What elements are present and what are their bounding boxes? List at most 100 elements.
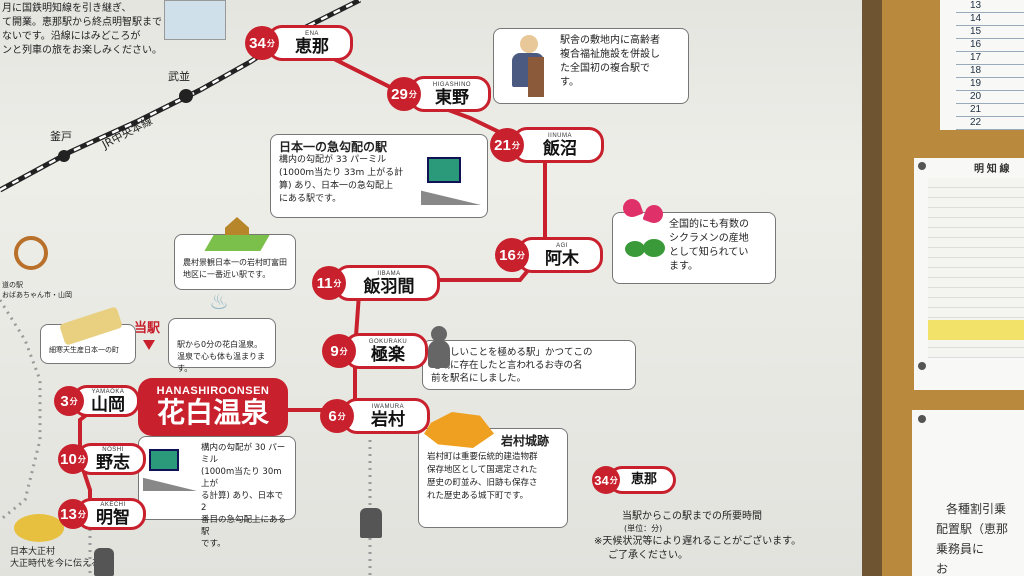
note-line: 駅舎の敷地内に高齢者 [560,35,660,46]
note-line: です。 [201,539,226,549]
note-line: 算) あり、日本一の急勾配上 [279,181,394,191]
note-gokuraku: 「楽しいことを極める駅」かつてこの 地域に存在したと言われるお寺の名 前を駅名に… [422,340,636,390]
note-line: シクラメンの産地 [669,233,749,244]
rice-field-house-icon [204,217,270,255]
straw-hat-icon [14,514,64,542]
pin-icon [918,362,926,370]
note-line: 構内の勾配が 30 パーミル [201,443,286,465]
current-station-romaji: HANASHIROONSEN [156,385,270,397]
timetable-sheet: 明 知 線 [914,158,1024,390]
row-number: 22 [956,117,1024,130]
row-number: 13 [956,0,1024,13]
note-title: 岩村城跡 [501,434,550,448]
elderly-person-icon [506,35,550,97]
pin-icon [918,162,926,170]
note-agi: 全国的にも有数の シクラメンの産地 として知られてい ます。 [612,196,776,284]
board-frame [862,0,882,576]
takenami-station-dot [179,89,193,103]
warning-line: ご了承ください。 [608,550,688,561]
note-line: る計算) あり、日本で 2 [201,491,284,513]
note-line: 保存地区として国選定された [427,465,538,475]
intro-photo [164,0,226,40]
note-higashino: 駅舎の敷地内に高齢者 複合福祉施設を併設し た全国初の複合駅で す。 [493,28,689,104]
note-line: (1000m当たり 30m 上が [201,467,282,489]
intro-text: 月に国鉄明知線を引き継ぎ、 て開業。恵那駅から終点明智駅まで ないです。沿線には… [2,2,162,58]
timetable-highlight [928,320,1024,340]
takenami-label: 武並 [168,70,190,83]
dotted-route-left [0,299,42,522]
current-station-marker: 当駅 [134,321,161,336]
cyclamen-icon [619,196,669,269]
note-line: す。 [560,77,579,88]
note-line: 農村景観日本一の岩村町富田 [183,258,287,267]
note-title: 日本一の急勾配の駅 [279,140,388,154]
note-iinuma: 日本一の急勾配の駅 構内の勾配が 33 パーミル (1000m当たり 33m 上… [270,134,488,218]
note-line: 複合福祉施設を併設し [560,49,660,60]
row-number: 17 [956,52,1024,65]
caption-line: 大正時代を今に伝える [10,559,100,569]
note-line: 構内の勾配が 33 パーミル [279,155,387,165]
kamado-station-dot [58,150,70,162]
timetable-title: 明 知 線 [974,164,1010,175]
note-line: 番目の急勾配上にある駅 [201,515,287,537]
note-line: 地域に存在したと言われるお寺の名 [431,360,583,371]
note-line: にある駅です。 [279,194,342,204]
note-line: れた歴史ある城下町です。 [427,491,529,501]
row-number: 21 [956,104,1024,117]
note-line: 地区に一番近い駅です。 [183,270,271,279]
warning-line: ※天候状況等により遅れることがございます。 [594,536,802,547]
left-bottom-caption: 日本大正村 大正時代を今に伝える [10,546,100,570]
train-icon [360,508,382,538]
current-station-name: 花白温泉 [156,396,269,429]
legend-warning: ※天候状況等により遅れることがございます。 ご了承ください。 [594,535,801,563]
notice-sheet: 各種割引乗 配置駅（恵那 乗務員に お [912,410,1024,576]
left-top-caption: 道の駅 おばあちゃん市・山岡 [2,280,72,300]
caption-line: おばあちゃん市・山岡 [2,291,72,299]
intro-line: 月に国鉄明知線を引き継ぎ、 [2,3,132,14]
notice-line: 乗務員に [936,542,985,556]
pin-icon [918,415,926,423]
note-line: 全国的にも有数の [669,219,749,230]
akechi-line-route [78,40,547,515]
slope-station-icon [143,447,197,495]
station-hanashiroonsen[interactable]: HANASHIROONSEN 花白温泉 [138,378,288,436]
row-number: 19 [956,78,1024,91]
row-number: 15 [956,26,1024,39]
train-icon [94,548,114,576]
caption-line: 道の駅 [2,281,23,289]
note-yamaoka: 細寒天生産日本一の町 [40,306,136,364]
note-line: 細寒天生産日本一の町 [49,346,119,354]
note-line: 駅から0分の花白温泉。 [177,340,263,349]
route-map-board: 月に国鉄明知線を引き継ぎ、 て開業。恵那駅から終点明智駅まで ないです。沿線には… [0,0,862,576]
note-iibama: 農村景観日本一の岩村町富田 地区に一番近い駅です。 [174,217,296,290]
